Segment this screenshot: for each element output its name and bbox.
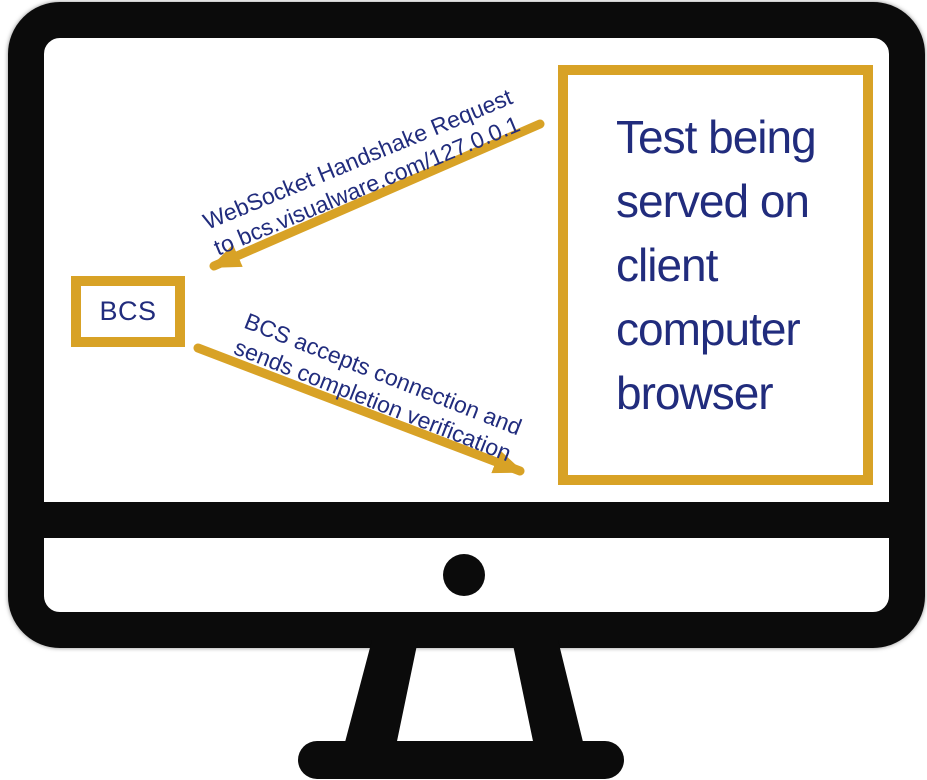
- monitor-bezel-separator: [44, 502, 889, 538]
- monitor-neck-icon: [344, 640, 584, 746]
- power-dot-icon: [442, 554, 485, 596]
- response-arrow-icon: [193, 343, 525, 476]
- request-arrow-icon: [209, 119, 545, 271]
- client-browser-text: Test being served on client computer bro…: [616, 111, 817, 419]
- monitor-base-icon: [298, 741, 624, 779]
- bcs-label: BCS: [99, 296, 157, 326]
- bcs-box: BCS: [71, 276, 185, 347]
- client-browser-box: Test being served on client computer bro…: [558, 65, 873, 485]
